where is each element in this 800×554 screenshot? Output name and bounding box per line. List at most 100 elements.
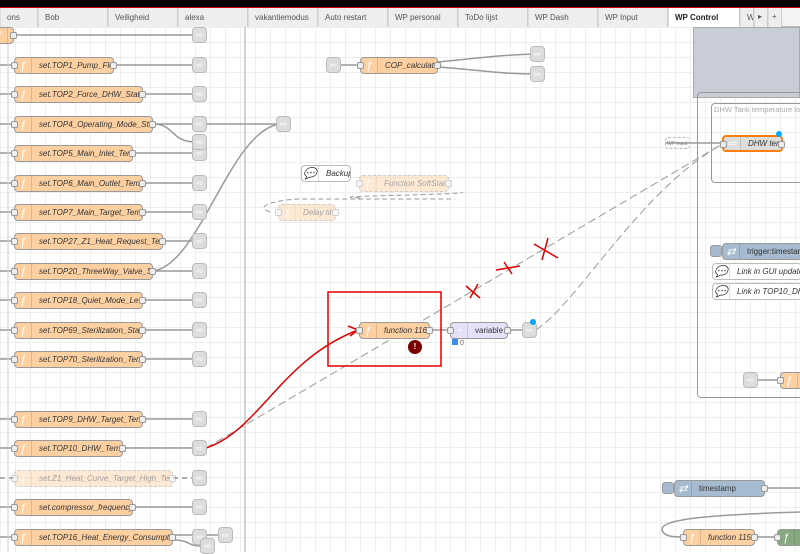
link-in-node[interactable]: ⇨ [743, 372, 758, 388]
link-out-node[interactable]: ⇨ [192, 351, 207, 367]
link-out-node[interactable]: ⇨ [192, 175, 207, 191]
output-port[interactable] [169, 475, 176, 482]
link-out-node[interactable]: ⇨ [192, 470, 207, 486]
input-port[interactable] [11, 297, 18, 304]
input-port[interactable] [356, 327, 363, 334]
comment-top10[interactable]: 💬Link in TOP10_DHW_ [712, 283, 800, 300]
output-port[interactable] [751, 534, 758, 541]
tab-todo-lijst[interactable]: ToDo lijst [458, 8, 528, 27]
input-port[interactable] [774, 534, 781, 541]
output-port[interactable] [149, 268, 156, 275]
input-port[interactable] [11, 268, 18, 275]
link-out-node[interactable]: ⇨ [192, 57, 207, 73]
input-port[interactable] [11, 534, 18, 541]
output-port[interactable] [159, 238, 166, 245]
input-port[interactable] [11, 475, 18, 482]
output-port[interactable] [129, 504, 136, 511]
tab-bob[interactable]: Bob [38, 8, 108, 27]
link-out-node[interactable]: ⇨ [192, 134, 207, 150]
input-port[interactable] [357, 62, 364, 69]
input-port[interactable] [11, 445, 18, 452]
comment-gui-update[interactable]: 💬Link in GUI update [712, 263, 800, 280]
tab-wp-dash[interactable]: WP Dash [528, 8, 598, 27]
input-port[interactable] [356, 180, 363, 187]
inject-button[interactable] [662, 482, 674, 494]
link-out-node[interactable]: ⇨ [192, 411, 207, 427]
link-out-node[interactable]: ⇨ [192, 116, 207, 132]
link-out-node[interactable]: ⇨ [192, 322, 207, 338]
input-port[interactable] [720, 141, 727, 148]
input-port[interactable] [447, 327, 454, 334]
output-port[interactable] [139, 327, 146, 334]
dhw-temp-node[interactable]: ⇨DHW temp [720, 135, 785, 152]
link-out-node[interactable]: ⇨ [200, 538, 215, 554]
output-port[interactable] [434, 62, 441, 69]
link-out-node[interactable]: ⇨ [192, 233, 207, 249]
link-out-node[interactable]: ⇨ [218, 527, 233, 543]
input-port[interactable] [11, 62, 18, 69]
output-port[interactable] [119, 445, 126, 452]
output-port[interactable] [504, 327, 511, 334]
link-in-node[interactable]: ⇨ [326, 57, 341, 73]
inject-button[interactable] [710, 245, 722, 257]
input-port[interactable] [11, 180, 18, 187]
link-out-node[interactable]: ⇨ [530, 46, 545, 62]
wp-input-link-node[interactable]: WP Input [665, 137, 690, 149]
tab-wp-input[interactable]: WP Input [598, 8, 668, 27]
output-port[interactable] [169, 534, 176, 541]
input-port[interactable] [11, 416, 18, 423]
link-out-node[interactable]: ⇨ [192, 263, 207, 279]
input-port[interactable] [11, 150, 18, 157]
input-port[interactable] [11, 504, 18, 511]
input-port[interactable] [680, 534, 687, 541]
link-out-node[interactable]: ⇨ [530, 66, 545, 82]
output-port[interactable] [139, 209, 146, 216]
output-port[interactable] [426, 327, 433, 334]
input-port[interactable] [777, 377, 784, 384]
link-out-node[interactable]: ⇨ [192, 27, 207, 43]
link-in-node[interactable]: ⇨ [276, 116, 291, 132]
function-node-partial[interactable]: ƒ [0, 27, 17, 44]
tab-ons[interactable]: ons [0, 8, 38, 27]
tab-wp-personal[interactable]: WP personal [388, 8, 458, 27]
tab-w[interactable]: W [740, 8, 754, 27]
input-port[interactable] [11, 121, 18, 128]
input-port[interactable] [11, 91, 18, 98]
output-port[interactable] [778, 141, 785, 148]
input-port[interactable] [275, 209, 282, 216]
backup-comment[interactable]: 💬Backup [301, 165, 351, 182]
tab-scroll-button[interactable]: ▸ [754, 8, 768, 27]
output-port[interactable] [445, 180, 452, 187]
output-port[interactable] [139, 297, 146, 304]
input-port[interactable] [11, 238, 18, 245]
link-out-node[interactable]: ⇨ [522, 322, 537, 338]
trigger-timestamp-node[interactable]: ⇄trigger:timestamp [722, 243, 800, 260]
link-out-node[interactable]: ⇨ [192, 204, 207, 220]
link-out-node[interactable]: ⇨ [192, 86, 207, 102]
output-port[interactable] [332, 209, 339, 216]
output-port[interactable] [110, 62, 117, 69]
output-port[interactable] [10, 32, 17, 39]
output-port[interactable] [139, 180, 146, 187]
link-out-node[interactable]: ⇨ [192, 499, 207, 515]
output-port[interactable] [149, 121, 156, 128]
tab-veiligheid[interactable]: Veiligheid [108, 8, 178, 27]
output-port[interactable] [139, 416, 146, 423]
output-port[interactable] [139, 356, 146, 363]
input-port[interactable] [11, 209, 18, 216]
